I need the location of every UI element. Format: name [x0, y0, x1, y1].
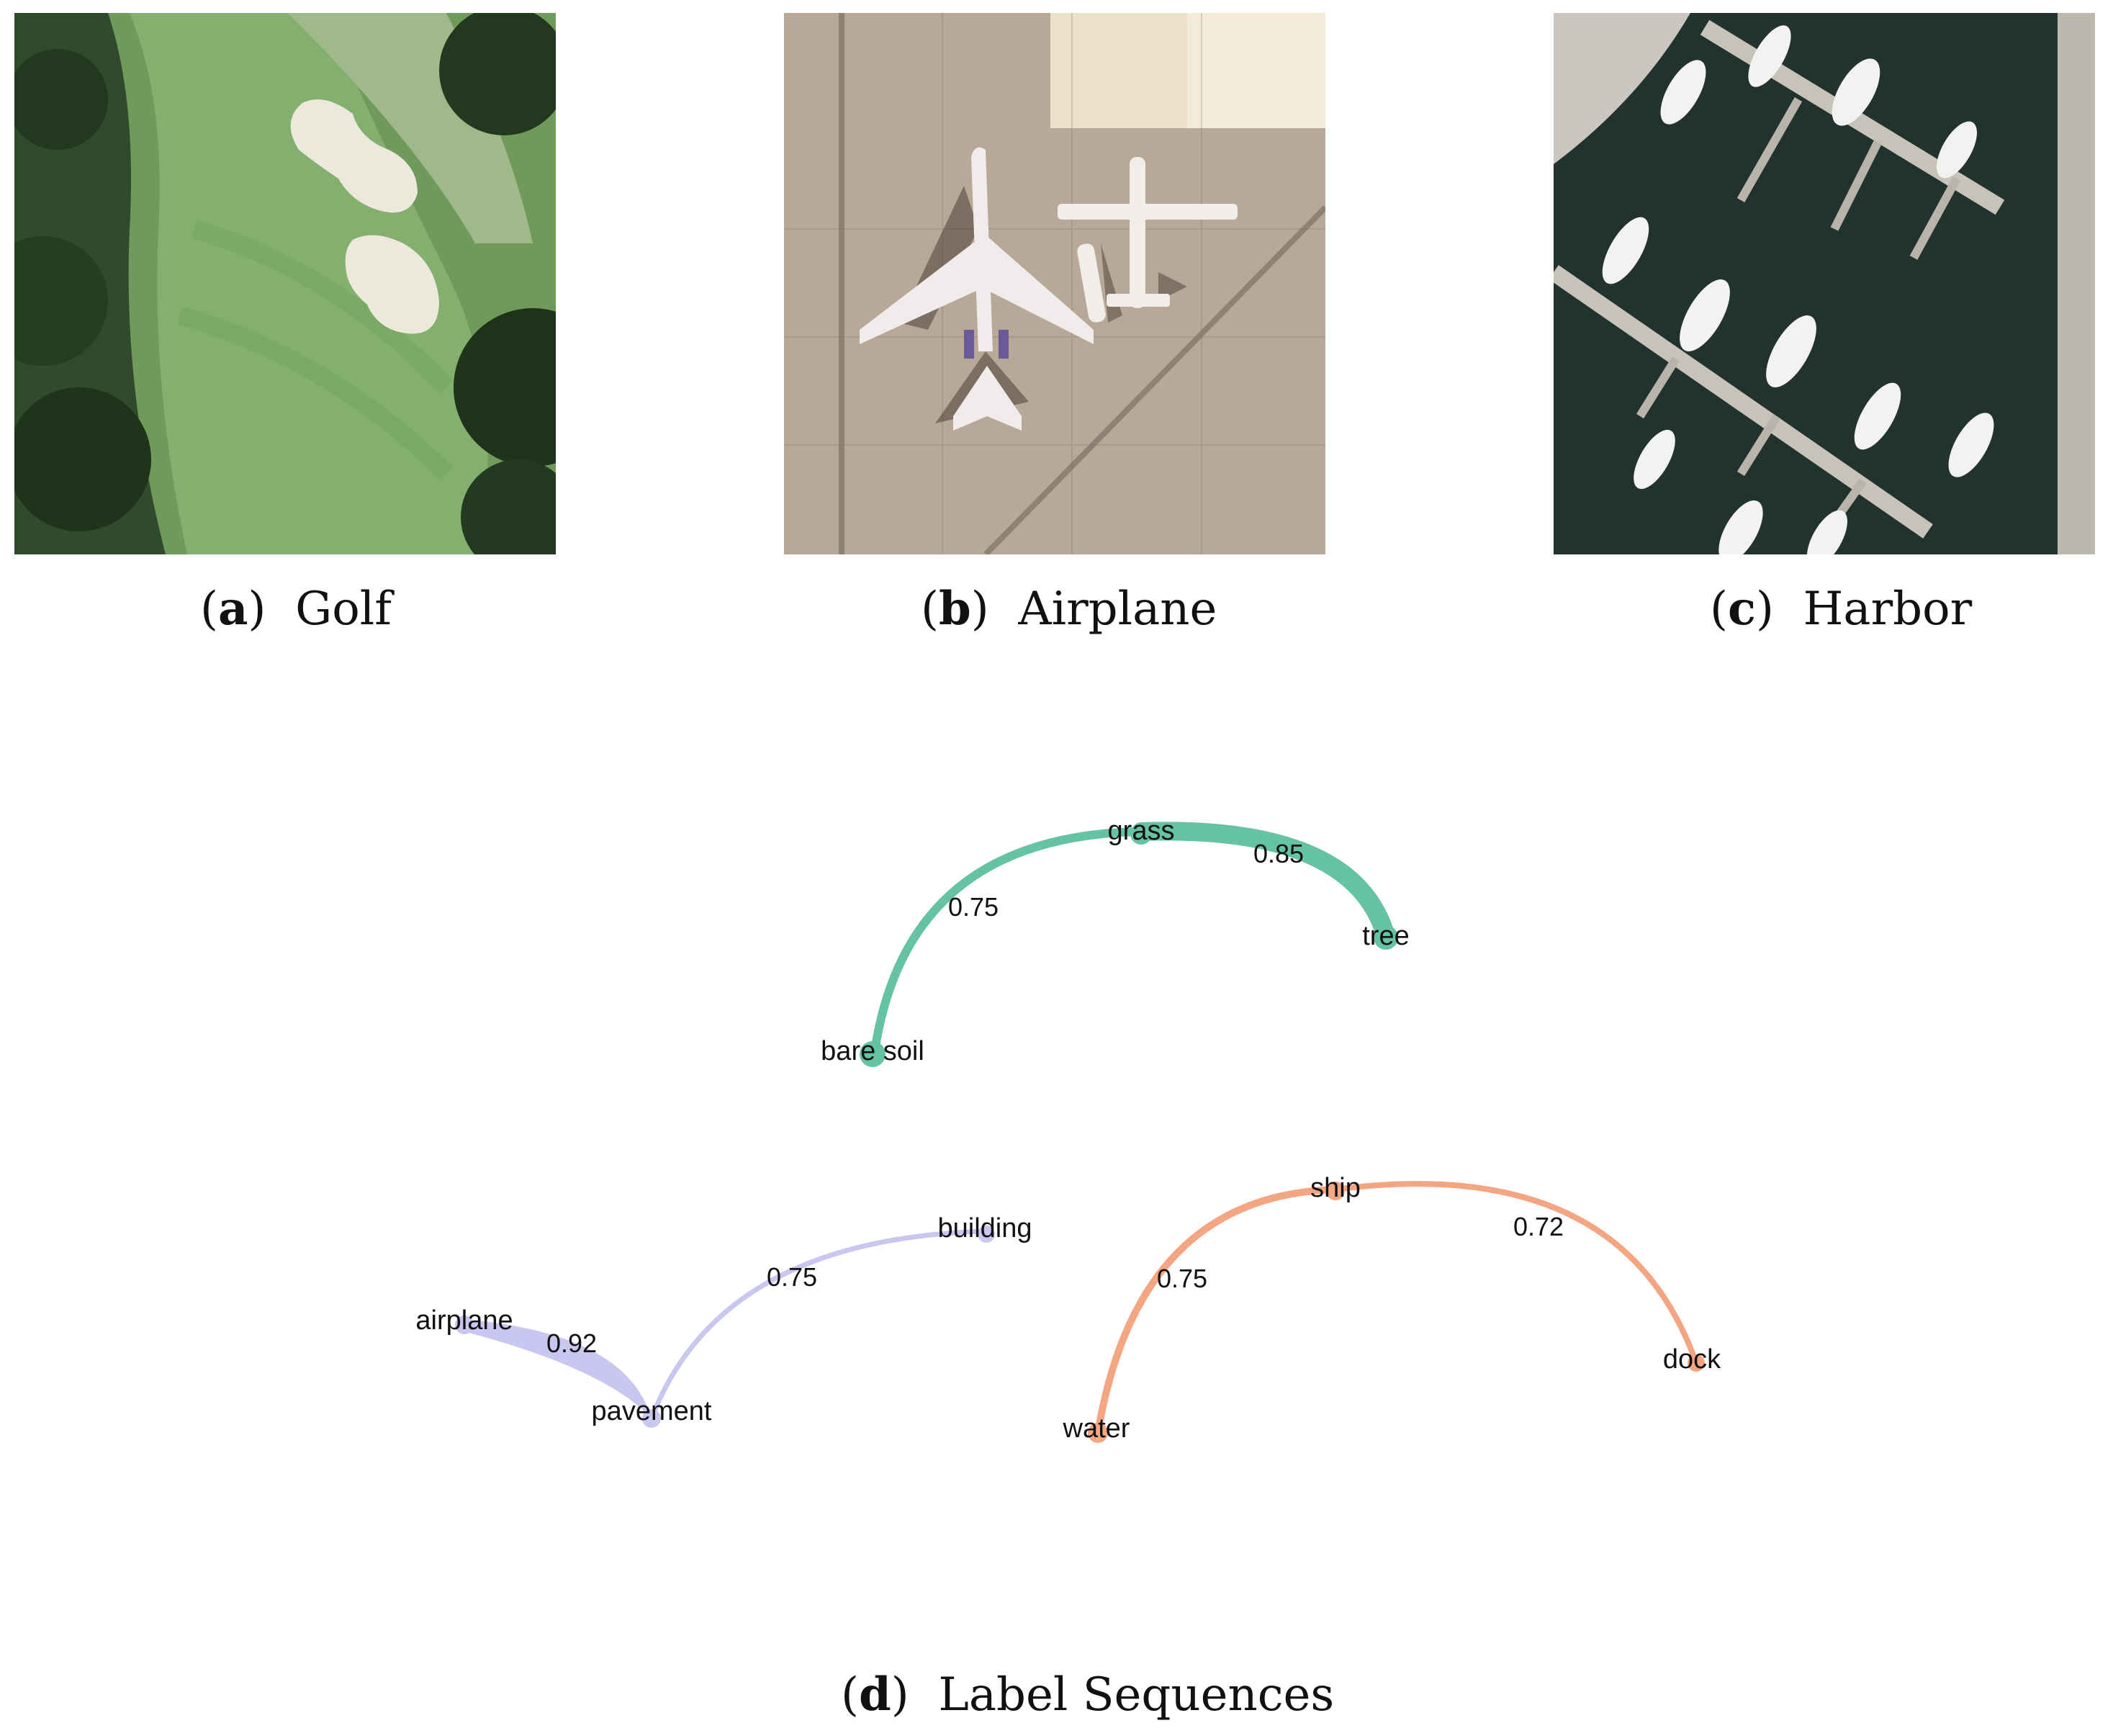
node-label-pavement: pavement — [592, 1396, 712, 1426]
edge-grass-tree — [1132, 822, 1395, 945]
node-airplane — [455, 1316, 474, 1334]
node-dock — [1688, 1354, 1705, 1372]
edge-ship-dock — [1335, 1181, 1698, 1362]
node-label-building: building — [938, 1213, 1032, 1243]
label-sequences-graph: grass tree bare soil airplane pavement b… — [415, 816, 1721, 1444]
node-pavement — [642, 1409, 661, 1428]
golf-sequence — [860, 822, 1398, 1067]
edge-label-pavement-building: 0.75 — [767, 1262, 817, 1292]
edge-pavement-building — [649, 1228, 987, 1420]
caption-label-sequences: (d) Label Sequences — [841, 1668, 1335, 1722]
edge-water-ship — [1094, 1186, 1336, 1434]
edge-label-grass-tree: 0.85 — [1253, 839, 1304, 868]
node-ship — [1326, 1182, 1345, 1200]
golf-aerial-image — [14, 13, 556, 554]
node-label-tree: tree — [1362, 921, 1409, 951]
caption-harbor: (c) Harbor — [1710, 582, 1973, 636]
edge-label-bare-soil-grass: 0.75 — [948, 892, 999, 922]
node-tree — [1374, 925, 1398, 950]
edge-airplane-pavement — [461, 1319, 652, 1418]
node-label-water: water — [1063, 1413, 1130, 1444]
edge-label-water-ship: 0.75 — [1157, 1264, 1207, 1293]
node-building — [978, 1225, 995, 1243]
edge-bare-soil-grass — [870, 827, 1142, 1052]
node-grass — [1130, 823, 1152, 845]
node-label-dock: dock — [1663, 1344, 1721, 1375]
node-water — [1088, 1423, 1108, 1443]
node-label-ship: ship — [1310, 1173, 1361, 1203]
harbor-sequence — [1088, 1181, 1705, 1443]
airplane-aerial-image — [784, 13, 1325, 554]
caption-golf: (a) Golf — [200, 582, 392, 636]
node-label-grass: grass — [1108, 816, 1175, 846]
node-label-bare-soil: bare soil — [821, 1036, 924, 1066]
harbor-aerial-image — [1554, 13, 2095, 554]
node-label-airplane: airplane — [415, 1305, 513, 1336]
node-bare-soil — [860, 1041, 886, 1067]
caption-airplane: (b) Airplane — [921, 582, 1217, 636]
edge-label-ship-dock: 0.72 — [1513, 1212, 1564, 1241]
airplane-sequence — [455, 1225, 995, 1428]
edge-label-airplane-pavement: 0.92 — [546, 1328, 597, 1358]
